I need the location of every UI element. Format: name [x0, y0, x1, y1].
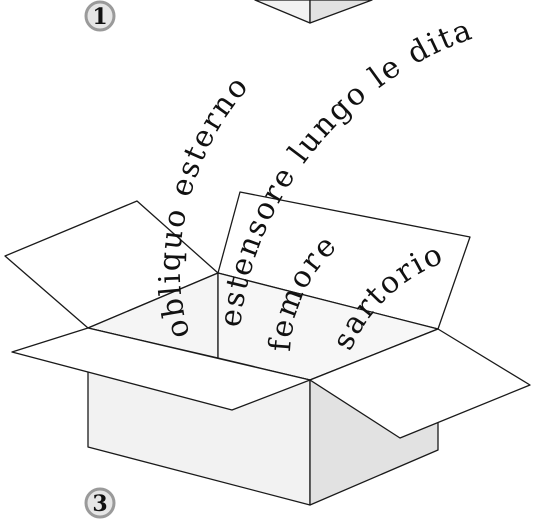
badge-bottom-number: 3 — [92, 491, 107, 517]
top-box — [254, 0, 373, 24]
front-right-flap — [309, 328, 531, 439]
front-left-flap — [11, 327, 311, 411]
open-box — [4, 191, 531, 506]
badge-top-number: 1 — [92, 4, 107, 30]
top-box-left-face — [254, 0, 311, 24]
step-badge-bottom: 3 — [84, 487, 116, 519]
step-badge-top: 1 — [84, 0, 116, 32]
badge-bottom-circle — [84, 487, 116, 519]
badge-top-circle — [84, 0, 116, 32]
top-box-right-face — [309, 0, 373, 24]
